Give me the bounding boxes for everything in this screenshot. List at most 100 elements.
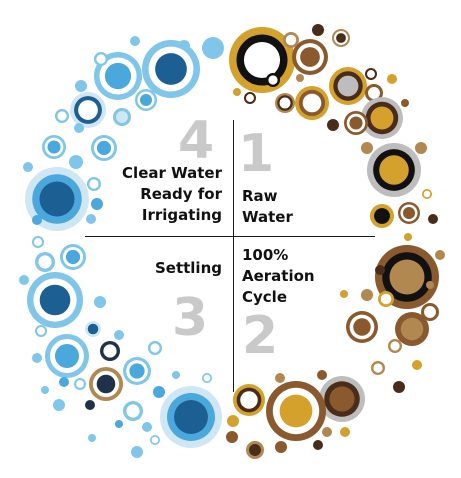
bubble	[94, 296, 106, 308]
bubble	[87, 177, 101, 191]
bubble-ring-layer	[423, 190, 431, 198]
bubble	[365, 68, 377, 80]
bubble-ring-layer	[279, 97, 291, 109]
bubble	[312, 24, 324, 36]
step-2-line-2: Aeration	[242, 267, 315, 285]
bubble-ring-layer	[96, 54, 106, 64]
bubble	[32, 215, 42, 225]
step-4-line-2: Ready for	[140, 185, 222, 203]
bubble	[388, 339, 402, 353]
bubble-ring-layer	[96, 374, 116, 394]
bubble-ring-layer	[78, 100, 98, 120]
bubble	[88, 434, 96, 442]
bubble-ring-layer	[389, 259, 425, 295]
bubble-ring-layer	[368, 87, 380, 99]
bubble-ring-layer	[361, 142, 373, 154]
bubble	[319, 376, 365, 422]
bubble-ring-layer	[53, 399, 65, 411]
bubble	[94, 52, 142, 100]
bubble-ring-layer	[104, 62, 132, 90]
step-2-line-3: Cycle	[242, 288, 287, 306]
bubble-ring-layer	[37, 327, 45, 335]
bubble	[266, 381, 326, 441]
bubble-ring-layer	[57, 111, 67, 121]
bubble	[41, 386, 49, 394]
bubble-ring-layer	[285, 34, 297, 46]
bubble-ring-layer	[129, 363, 145, 379]
step-1-line-2: Water	[242, 208, 293, 226]
bubble-ring-layer	[130, 36, 140, 46]
bubble-ring-layer	[401, 99, 409, 107]
bubble-ring-layer	[87, 323, 99, 335]
bubble	[361, 142, 373, 154]
bubble	[94, 52, 108, 66]
bubble-ring-layer	[424, 306, 436, 318]
bubble-ring-layer	[390, 341, 400, 351]
bubble	[75, 80, 87, 92]
bubble	[113, 108, 131, 126]
bubble-ring-layer	[32, 215, 42, 225]
bubble-ring-layer	[243, 41, 281, 79]
bubble-ring-layer	[275, 373, 285, 383]
bubble	[415, 142, 427, 154]
bubble-ring-layer	[39, 284, 71, 316]
bubble	[340, 427, 350, 437]
bubble-ring-layer	[96, 140, 112, 156]
step-number-1: 1	[238, 124, 275, 184]
bubble	[322, 427, 332, 437]
bubble	[19, 275, 29, 285]
bubble-ring-layer	[103, 344, 117, 358]
bubble	[371, 361, 385, 375]
bubble	[142, 40, 200, 98]
step-2-line-1: 100%	[242, 246, 289, 264]
bubble	[295, 86, 329, 120]
bubble	[202, 37, 224, 59]
horizontal-divider	[85, 236, 375, 237]
bubble	[275, 373, 285, 383]
bubble-ring-layer	[370, 106, 394, 130]
bubble-ring-layer	[387, 74, 397, 84]
bubble	[346, 311, 378, 343]
bubble	[35, 252, 55, 272]
bubble	[23, 162, 33, 172]
bubble-ring-layer	[86, 214, 96, 224]
vertical-divider	[233, 120, 234, 392]
bubble	[123, 357, 151, 385]
bubble-ring-layer	[379, 155, 409, 185]
step-4-line-3: Irrigating	[141, 206, 222, 224]
bubble	[412, 360, 422, 370]
bubble-ring-layer	[337, 75, 359, 97]
bubble-ring-layer	[233, 88, 241, 96]
bubble-ring-layer	[39, 181, 75, 217]
bubble-ring-layer	[69, 155, 83, 169]
bubble	[74, 378, 86, 390]
bubble-ring-layer	[174, 400, 208, 434]
bubble	[244, 92, 256, 104]
bubble	[85, 400, 95, 410]
step-1-line-1: Raw	[242, 187, 278, 205]
bubble	[229, 27, 295, 93]
bubble-ring-layer	[426, 281, 434, 289]
bubble	[246, 441, 264, 459]
bubble	[292, 39, 328, 75]
bubble-ring-layer	[373, 363, 383, 373]
bubble-ring-layer	[279, 394, 313, 428]
bubble	[150, 435, 160, 445]
bubble	[115, 420, 123, 428]
bubble-ring-layer	[415, 142, 427, 154]
bubble	[45, 334, 89, 378]
bubble	[32, 353, 42, 363]
step-number-3: 3	[172, 288, 209, 348]
bubble	[313, 440, 323, 450]
bubble	[296, 74, 304, 82]
bubble-ring-layer	[139, 93, 153, 107]
bubble	[226, 431, 238, 443]
bubble-ring-layer	[91, 198, 103, 210]
step-3-line-1: Settling	[154, 259, 222, 277]
bubble	[266, 73, 280, 87]
bubble	[142, 422, 152, 432]
bubble-ring-layer	[268, 75, 278, 85]
bubble-ring-layer	[249, 444, 261, 456]
